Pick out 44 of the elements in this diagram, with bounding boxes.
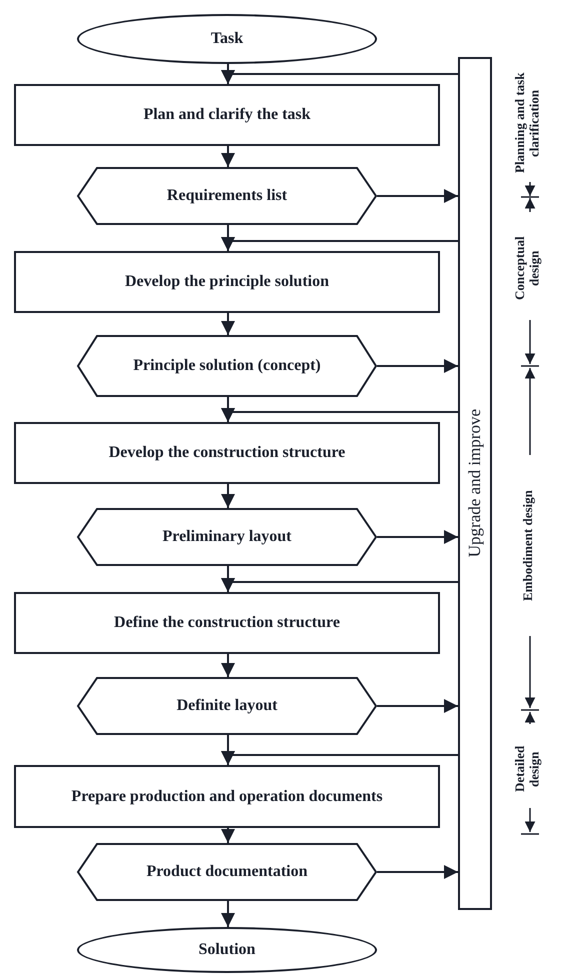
step-label: Requirements list (166, 186, 288, 206)
step-label: Plan and clarify the task (143, 105, 311, 126)
document-hexagon (77, 677, 377, 735)
phase-label: Planning and task clarification (513, 72, 542, 176)
process-box (14, 251, 440, 313)
arrow (221, 654, 235, 677)
arrow (221, 484, 235, 508)
step-label: Task (210, 29, 244, 50)
document-hexagon (77, 843, 377, 901)
phase-label: Detailed design (513, 744, 542, 794)
process-box (14, 592, 440, 654)
arrow (221, 828, 235, 843)
arrow (221, 408, 458, 422)
step-label: Develop the construction structure (108, 443, 346, 464)
step-label: Develop the principle solution (124, 272, 329, 292)
arrow (377, 359, 458, 373)
step-label: Define the construction structure (114, 613, 340, 634)
arrow (221, 751, 458, 765)
phase-label: Embodiment design (521, 489, 536, 604)
document-hexagon (77, 335, 377, 397)
process-box (14, 422, 440, 484)
arrow (221, 313, 235, 335)
arrow (221, 146, 235, 167)
document-hexagon (77, 508, 377, 566)
step-label: Definite layout (176, 696, 278, 716)
arrow (221, 237, 458, 251)
step-label: Prepare production and operation documents (71, 786, 383, 807)
process-box (14, 765, 440, 828)
step-label: Product documentation (146, 862, 308, 882)
arrow (221, 901, 235, 927)
arrow (377, 699, 458, 713)
process-box (14, 84, 440, 146)
arrow (221, 70, 458, 84)
step-label: Principle solution (concept) (133, 356, 321, 376)
step-label: Preliminary layout (162, 527, 292, 548)
arrow (377, 530, 458, 544)
bar-label: Upgrade and improve (464, 409, 485, 558)
arrow (377, 189, 458, 203)
document-hexagon (77, 167, 377, 225)
feedback-bar (458, 57, 492, 910)
arrow (377, 865, 458, 879)
phase-label: Conceptual design (513, 235, 542, 302)
arrow (221, 578, 458, 592)
step-label: Solution (198, 940, 256, 960)
